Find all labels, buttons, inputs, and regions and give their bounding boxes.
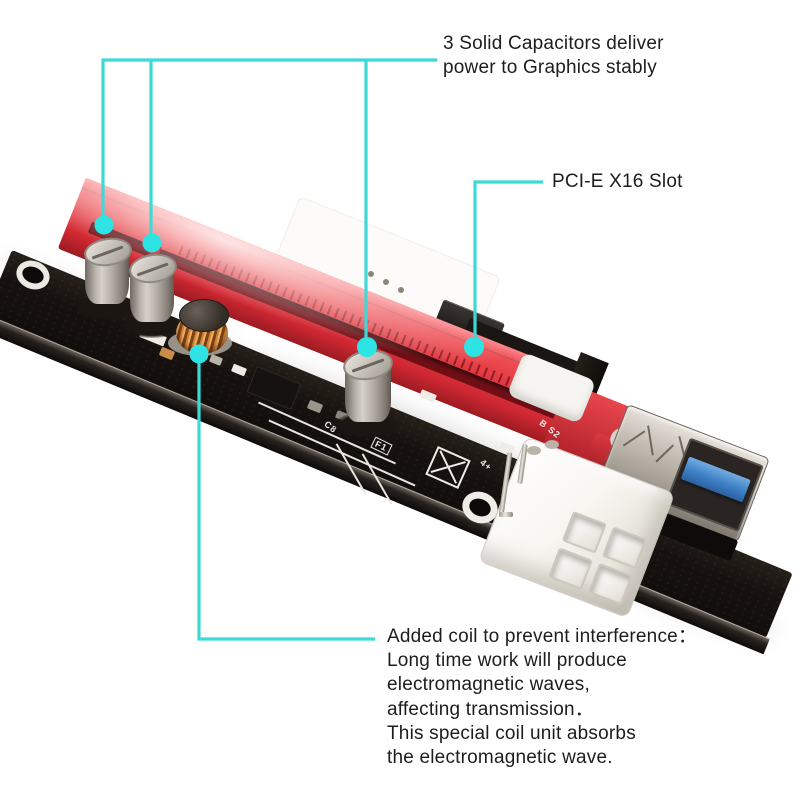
pin-hole <box>561 510 607 554</box>
molex-pin <box>383 279 389 285</box>
callout-line-capacitors <box>101 58 437 224</box>
pin-hole <box>601 526 648 570</box>
pin-hole <box>547 547 593 591</box>
annotation-capacitors: 3 Solid Capacitors deliver power to Grap… <box>443 32 664 80</box>
molex-pin <box>368 271 374 277</box>
solder-blob <box>527 446 541 455</box>
annotation-coil-line4: affecting transmission． <box>387 698 595 720</box>
annotation-capacitors-line1: 3 Solid Capacitors deliver <box>443 33 664 54</box>
annotation-coil-line2: Long time work will produce <box>387 650 627 672</box>
solder-blob <box>545 440 559 449</box>
annotation-slot: PCI-E X16 Slot <box>552 170 683 194</box>
annotation-slot-label: PCI-E X16 Slot <box>552 171 683 192</box>
pin-hole <box>587 562 634 606</box>
annotation-coil: Added coil to prevent interference： Long… <box>387 625 697 770</box>
annotation-coil-line1: Added coil to prevent interference： <box>387 626 698 647</box>
molex-pin <box>398 287 404 293</box>
usb-blue-tongue <box>680 456 751 503</box>
annotation-coil-line5: This special coil unit absorbs <box>387 722 636 744</box>
annotation-coil-line6: the electromagnetic wave. <box>387 747 613 769</box>
six-pin-holes <box>547 510 648 606</box>
annotation-coil-line3: electromagnetic waves, <box>387 674 590 696</box>
usb-scratch <box>647 425 654 456</box>
coil-ferrite-top <box>179 299 229 332</box>
usb-scratch <box>622 430 646 447</box>
usb-scratch <box>655 444 675 463</box>
connector-pin <box>499 512 513 517</box>
annotation-capacitors-line2: power to Graphics stably <box>443 57 657 79</box>
